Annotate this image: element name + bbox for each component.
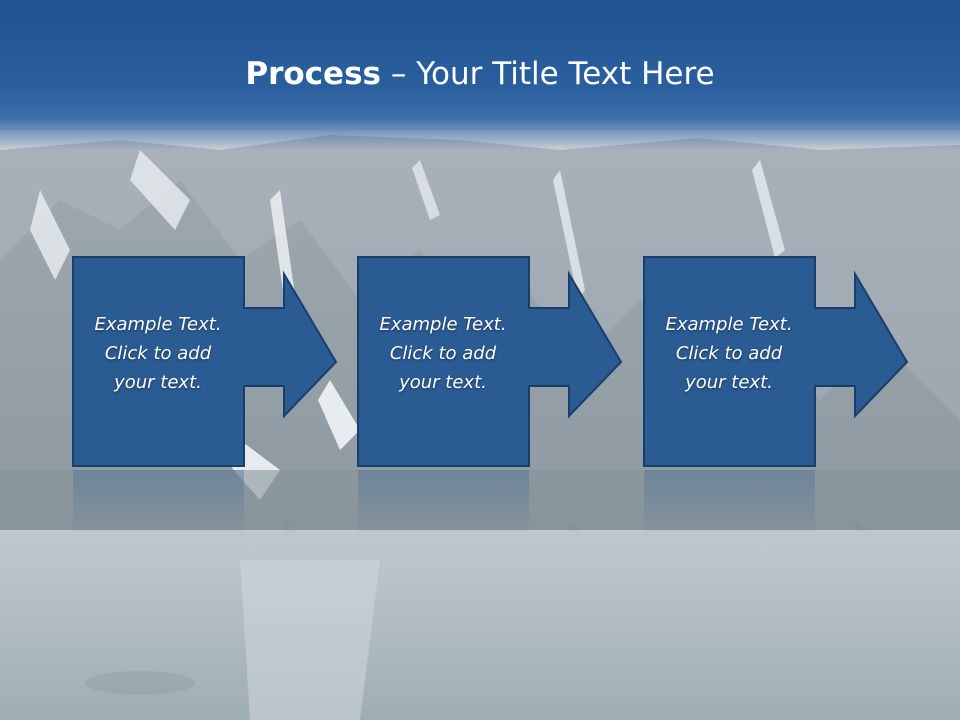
- step-text-line-2: Click to add: [675, 343, 783, 364]
- slide-title[interactable]: Process – Your Title Text Here: [0, 52, 960, 96]
- title-rest-text: – Your Title Text Here: [381, 56, 715, 92]
- step-1-reflection: [72, 468, 342, 538]
- title-bold-text: Process: [245, 56, 381, 92]
- process-step-2[interactable]: Example Text. Click to add your text.: [357, 256, 627, 468]
- step-text[interactable]: Example Text. Click to add your text.: [72, 310, 244, 397]
- process-step-3[interactable]: Example Text. Click to add your text.: [643, 256, 913, 468]
- step-text-line-1: Example Text.: [665, 314, 793, 335]
- step-text-line-2: Click to add: [104, 343, 212, 364]
- step-text-line-1: Example Text.: [94, 314, 222, 335]
- step-text-line-3: your text.: [685, 372, 773, 393]
- arrow-box-shape: [643, 256, 909, 467]
- step-3-reflection: [643, 468, 913, 538]
- step-text[interactable]: Example Text. Click to add your text.: [643, 310, 815, 397]
- step-text-line-3: your text.: [399, 372, 487, 393]
- process-step-1[interactable]: Example Text. Click to add your text.: [72, 256, 342, 468]
- arrow-box-shape: [357, 256, 623, 467]
- step-2-reflection: [357, 468, 627, 538]
- arrow-box-shape: [72, 256, 338, 467]
- step-text-line-3: your text.: [114, 372, 202, 393]
- title-band: [0, 0, 960, 150]
- step-text-line-2: Click to add: [389, 343, 497, 364]
- step-text-line-1: Example Text.: [379, 314, 507, 335]
- step-text[interactable]: Example Text. Click to add your text.: [357, 310, 529, 397]
